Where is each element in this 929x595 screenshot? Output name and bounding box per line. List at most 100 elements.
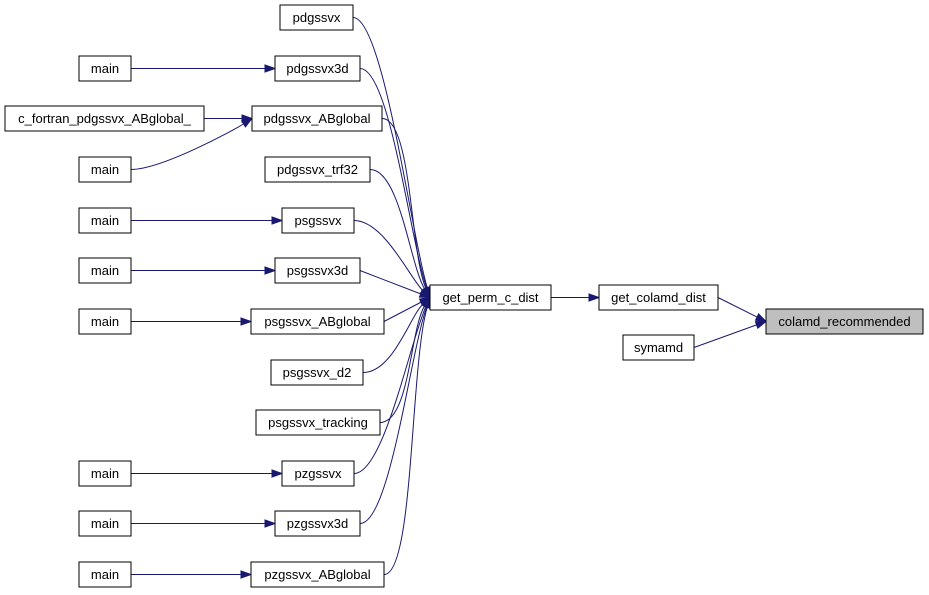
node-label: symamd bbox=[634, 340, 683, 355]
node-box bbox=[622, 334, 695, 361]
node-psgssvx-tracking[interactable]: psgssvx_tracking bbox=[255, 409, 381, 436]
node-pzgssvx3d[interactable]: pzgssvx3d bbox=[274, 510, 361, 537]
node-label: main bbox=[91, 263, 119, 278]
edge-pzgssvx_ABglobal-to-get_perm_c_dist bbox=[383, 296, 432, 575]
node-box bbox=[251, 105, 383, 132]
node-label: main bbox=[91, 516, 119, 531]
edge-symamd-to-colamd_recommended bbox=[693, 320, 768, 348]
node-box bbox=[274, 510, 361, 537]
node-main8[interactable]: main bbox=[78, 561, 132, 588]
node-label: main bbox=[91, 567, 119, 582]
node-get-perm-c-dist[interactable]: get_perm_c_dist bbox=[429, 284, 552, 311]
node-label: main bbox=[91, 213, 119, 228]
node-label: main bbox=[91, 466, 119, 481]
node-pdgssvx-ABglobal[interactable]: pdgssvx_ABglobal bbox=[251, 105, 383, 132]
node-label: pdgssvx bbox=[293, 10, 341, 25]
arrowhead bbox=[754, 313, 768, 323]
arrowhead bbox=[271, 469, 284, 478]
arrowhead bbox=[588, 293, 601, 302]
node-label: get_perm_c_dist bbox=[442, 290, 538, 305]
edges-layer bbox=[130, 17, 768, 579]
node-label: pzgssvx bbox=[295, 466, 342, 481]
node-box bbox=[78, 460, 132, 487]
node-colamd-recommended[interactable]: colamd_recommended bbox=[765, 308, 924, 335]
node-label: psgssvx3d bbox=[287, 263, 348, 278]
node-box bbox=[598, 284, 719, 311]
node-box bbox=[78, 257, 132, 284]
node-label: c_fortran_pdgssvx_ABglobal_ bbox=[18, 111, 191, 126]
arrowhead bbox=[240, 570, 253, 579]
arrowhead bbox=[240, 317, 253, 326]
node-label: get_colamd_dist bbox=[611, 290, 706, 305]
edge-get_perm_c_dist-to-get_colamd_dist bbox=[551, 293, 601, 302]
node-label: pdgssvx3d bbox=[286, 61, 348, 76]
edge-main2-to-pdgssvx_ABglobal bbox=[130, 117, 254, 170]
arrowhead bbox=[240, 117, 254, 128]
node-main6[interactable]: main bbox=[78, 460, 132, 487]
node-main1[interactable]: main bbox=[78, 55, 132, 82]
node-box bbox=[4, 105, 205, 132]
node-main5[interactable]: main bbox=[78, 308, 132, 335]
node-label: main bbox=[91, 61, 119, 76]
node-box bbox=[250, 308, 385, 335]
arrowhead bbox=[264, 64, 277, 73]
node-label: psgssvx bbox=[295, 213, 342, 228]
arrowhead bbox=[271, 216, 284, 225]
edge-main8-to-pzgssvx_ABglobal bbox=[131, 570, 253, 579]
node-label: main bbox=[91, 314, 119, 329]
node-box bbox=[250, 561, 385, 588]
node-label: pzgssvx_ABglobal bbox=[264, 567, 370, 582]
node-label: pdgssvx_trf32 bbox=[277, 162, 358, 177]
edge-main1-to-pdgssvx3d bbox=[131, 64, 277, 73]
arrowhead bbox=[418, 289, 432, 299]
node-pdgssvx-trf32[interactable]: pdgssvx_trf32 bbox=[264, 156, 371, 183]
node-label: main bbox=[91, 162, 119, 177]
node-pzgssvx[interactable]: pzgssvx bbox=[281, 460, 355, 487]
node-box bbox=[270, 359, 364, 386]
arrowhead bbox=[754, 320, 768, 330]
node-box bbox=[281, 207, 355, 234]
node-main2[interactable]: main bbox=[78, 156, 132, 183]
nodes-layer: pdgssvx main pdgssvx3d c_fortran_pdgssvx_AB… bbox=[4, 4, 924, 588]
edge-main7-to-pzgssvx3d bbox=[131, 519, 277, 528]
node-box bbox=[264, 156, 371, 183]
node-box bbox=[274, 55, 361, 82]
node-main7[interactable]: main bbox=[78, 510, 132, 537]
node-get-colamd-dist[interactable]: get_colamd_dist bbox=[598, 284, 719, 311]
node-psgssvx3d[interactable]: psgssvx3d bbox=[274, 257, 361, 284]
node-box bbox=[78, 55, 132, 82]
node-pdgssvx3d[interactable]: pdgssvx3d bbox=[274, 55, 361, 82]
node-box bbox=[765, 308, 924, 335]
node-c-fortran[interactable]: c_fortran_pdgssvx_ABglobal_ bbox=[4, 105, 205, 132]
node-box bbox=[78, 207, 132, 234]
edge-main5-to-psgssvx_ABglobal bbox=[131, 317, 253, 326]
node-main4[interactable]: main bbox=[78, 257, 132, 284]
node-box bbox=[78, 156, 132, 183]
node-box bbox=[78, 308, 132, 335]
node-label: psgssvx_ABglobal bbox=[264, 314, 370, 329]
arrowhead bbox=[264, 519, 277, 528]
node-psgssvx-ABglobal[interactable]: psgssvx_ABglobal bbox=[250, 308, 385, 335]
node-box bbox=[78, 510, 132, 537]
arrowhead bbox=[264, 266, 277, 275]
node-box bbox=[429, 284, 552, 311]
node-main3[interactable]: main bbox=[78, 207, 132, 234]
edge-main6-to-pzgssvx bbox=[131, 469, 284, 478]
node-box bbox=[255, 409, 381, 436]
node-box bbox=[78, 561, 132, 588]
node-label: psgssvx_d2 bbox=[283, 365, 352, 380]
node-psgssvx[interactable]: psgssvx bbox=[281, 207, 355, 234]
edge-main4-to-psgssvx3d bbox=[131, 266, 277, 275]
node-label: pdgssvx_ABglobal bbox=[264, 111, 371, 126]
edge-get_colamd_dist-to-colamd_recommended bbox=[717, 297, 768, 323]
edge-main3-to-psgssvx bbox=[131, 216, 284, 225]
node-psgssvx-d2[interactable]: psgssvx_d2 bbox=[270, 359, 364, 386]
node-label: pzgssvx3d bbox=[287, 516, 348, 531]
edge-psgssvx3d-to-get_perm_c_dist bbox=[359, 270, 432, 299]
node-pzgssvx-ABglobal[interactable]: pzgssvx_ABglobal bbox=[250, 561, 385, 588]
node-symamd[interactable]: symamd bbox=[622, 334, 695, 361]
node-label: psgssvx_tracking bbox=[268, 415, 368, 430]
node-pdgssvx[interactable]: pdgssvx bbox=[279, 4, 354, 31]
node-box bbox=[281, 460, 355, 487]
